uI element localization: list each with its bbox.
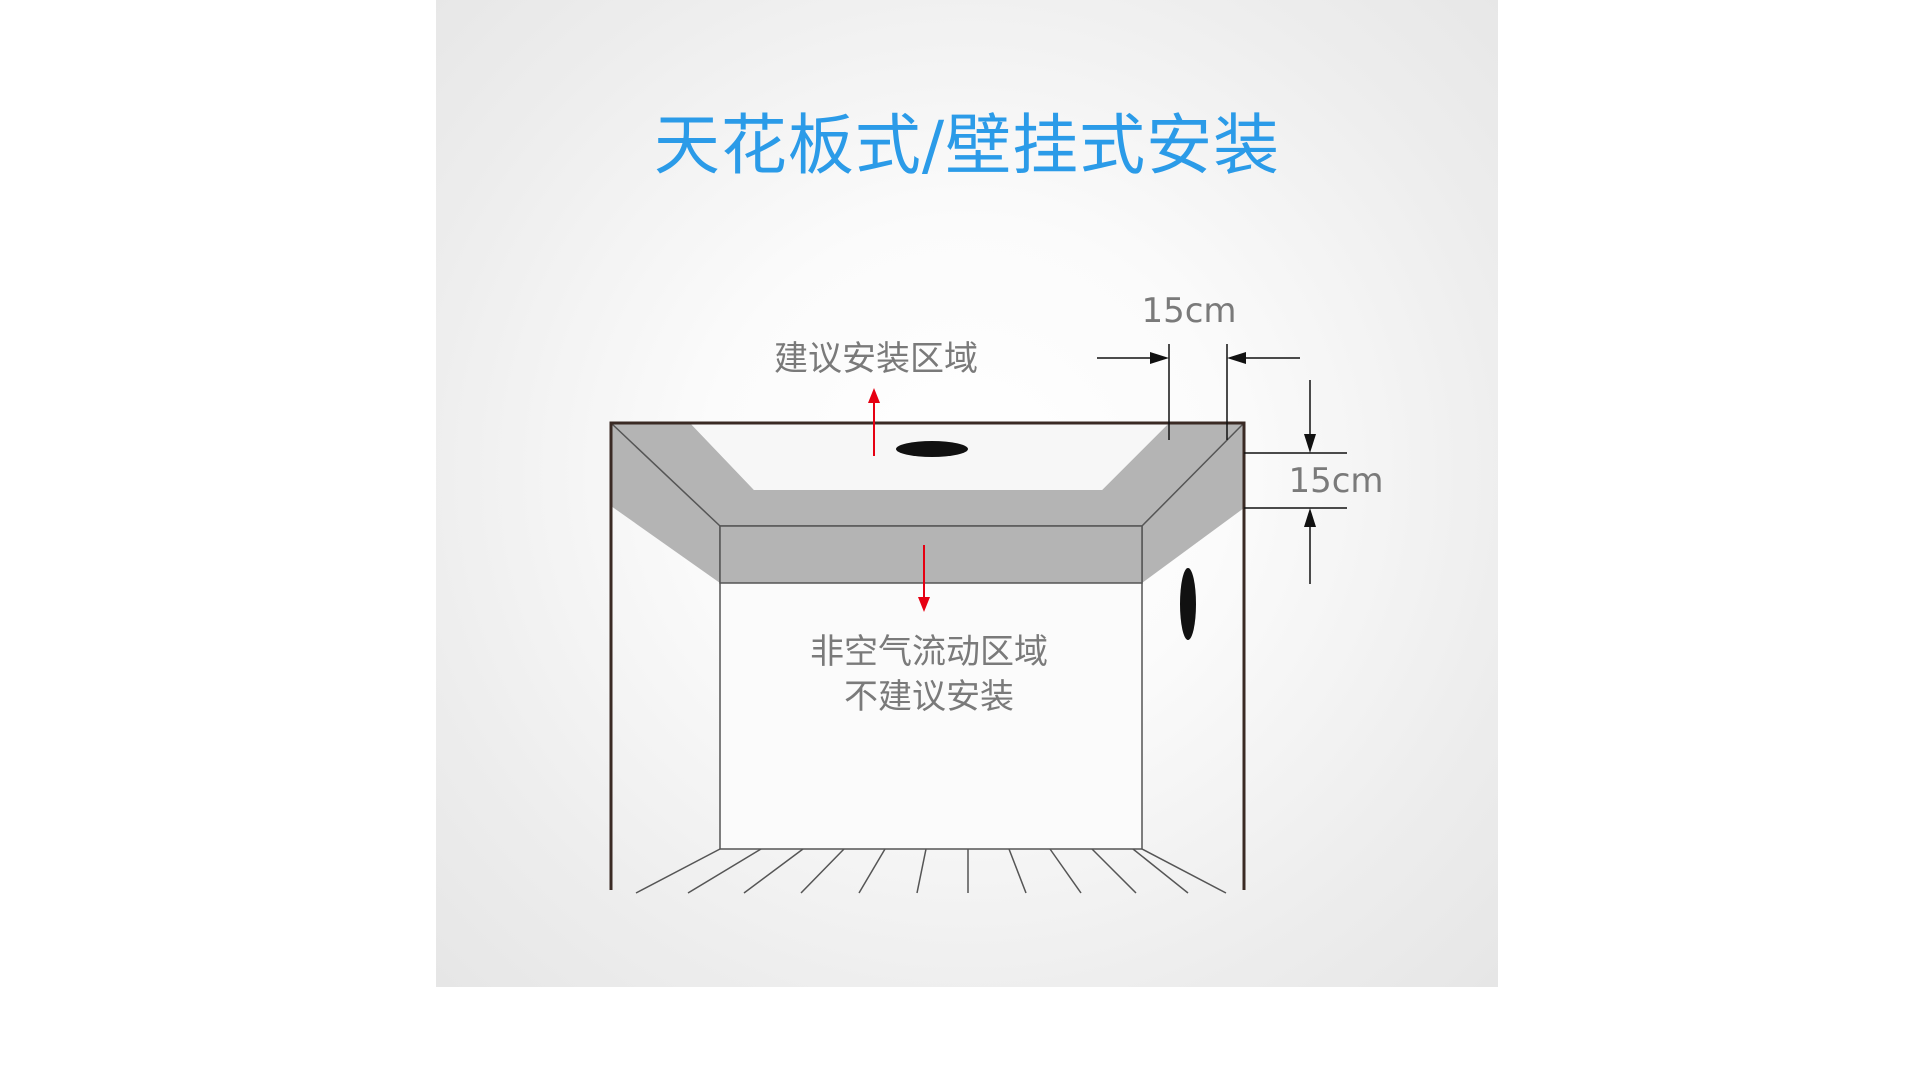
horizontal-dimension xyxy=(1097,344,1300,440)
arrow-down-red xyxy=(918,545,930,612)
installation-diagram: 建议安装区域 15cm 15cm 非空气流动区域 不建议安装 xyxy=(609,291,1384,894)
vertical-dimension xyxy=(1244,380,1347,584)
arrowhead-left xyxy=(1227,352,1246,364)
wall-device-icon xyxy=(1180,568,1196,640)
edge-top-left-diagonal xyxy=(610,422,721,527)
arrowhead-right xyxy=(1150,352,1169,364)
recommended-zone-label: 建议安装区域 xyxy=(774,339,978,379)
diagram-panel: 天花板式/壁挂式安装 xyxy=(436,0,1498,987)
no-airflow-label-line2: 不建议安装 xyxy=(844,677,1014,717)
floor-hatching xyxy=(635,848,1227,894)
ceiling-device-icon xyxy=(896,441,968,457)
arrowhead-up xyxy=(1304,508,1316,527)
room-outline xyxy=(609,421,1246,890)
page-title: 天花板式/壁挂式安装 xyxy=(653,107,1281,184)
horizontal-dimension-label: 15cm xyxy=(1141,291,1236,331)
edge-top-right-diagonal xyxy=(1141,422,1245,527)
arrow-up-red xyxy=(868,388,880,456)
no-airflow-label-line1: 非空气流动区域 xyxy=(810,632,1048,672)
back-wall-top xyxy=(719,525,1143,584)
arrowhead-down xyxy=(1304,434,1316,453)
vertical-dimension-label: 15cm xyxy=(1288,461,1383,501)
